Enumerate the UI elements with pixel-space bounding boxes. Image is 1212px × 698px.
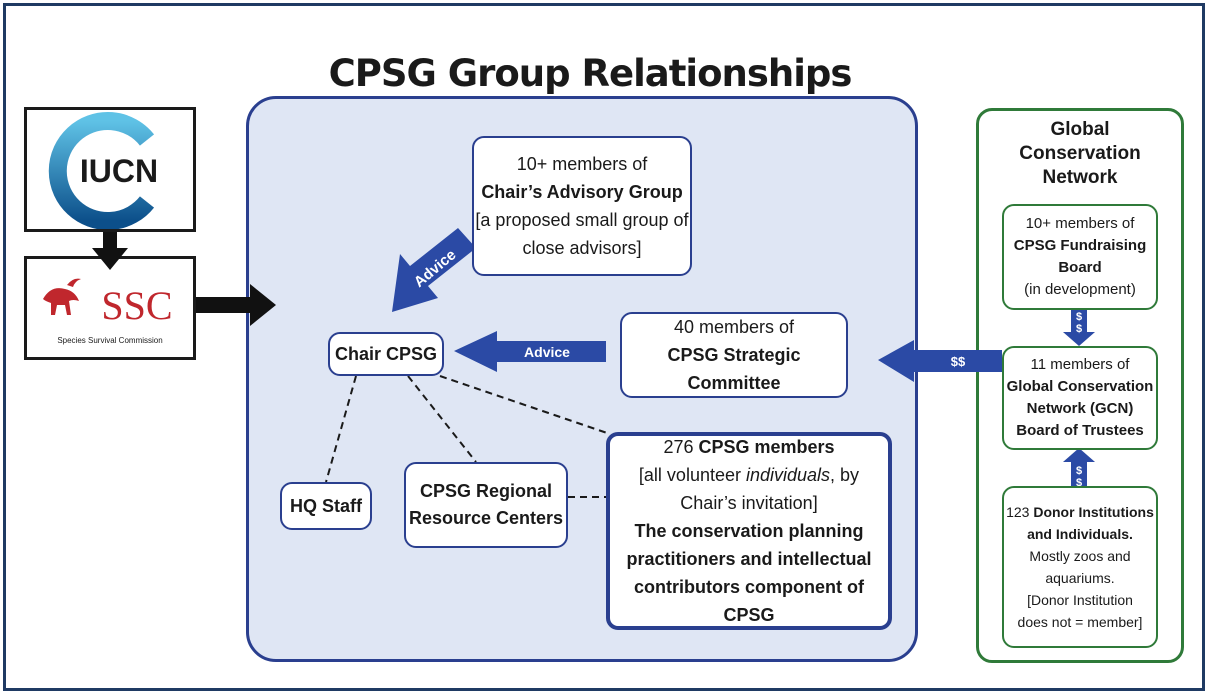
hq-staff-box: HQ Staff [280, 482, 372, 530]
ssc-logo: SSC Species Survival Commission [43, 278, 173, 345]
advisory-group-box: 10+ members of Chair’s Advisory Group [a… [472, 136, 692, 276]
members-line-6: contributors component of CPSG [634, 577, 864, 625]
fundraising-line-2: CPSG Fundraising [1013, 237, 1147, 254]
fundraising-board-box: 10+ members of CPSG Fundraising Board (i… [1002, 204, 1158, 310]
board-line-1: 11 members of [1030, 356, 1130, 373]
fundraising-line-4: (in development) [1024, 281, 1136, 298]
gcn-title: Global Conservation Network [976, 118, 1184, 190]
members-label: CPSG members [698, 437, 835, 457]
cpsg-members-box: 276 CPSG members [all volunteer individu… [606, 432, 892, 630]
dollar-sign-2: $ [1076, 323, 1082, 335]
dollar-sign-3: $ [1076, 465, 1082, 477]
regional-line-2: Resource Centers [408, 508, 564, 528]
regional-centers-box: CPSG Regional Resource Centers [404, 462, 568, 548]
money-arrow-label: $$ [951, 354, 966, 369]
board-line-3: Network (GCN) [1026, 400, 1134, 417]
regional-line-1: CPSG Regional [419, 481, 553, 501]
money-arrow: $$ [878, 340, 1002, 382]
fundraising-line-1: 10+ members of [1025, 215, 1135, 232]
ssc-to-cpsg-arrow [196, 284, 276, 326]
chair-to-regional-connector [407, 375, 477, 463]
chair-to-hq-connector [325, 375, 357, 483]
strategic-line-1: 40 members of [673, 317, 795, 337]
advisory-line-3: [a proposed small group of [475, 210, 689, 230]
gcn-title-line-1: Global [1050, 119, 1110, 140]
ssc-animal-icon [43, 278, 81, 315]
advice-horizontal-arrow: Advice [454, 331, 606, 372]
members-line-4: The conservation planning [634, 521, 864, 541]
hq-staff-label: HQ Staff [290, 495, 362, 516]
advice-horizontal-label: Advice [524, 344, 570, 360]
advice-diagonal-arrow: Advice [392, 228, 476, 312]
iucn-to-ssc-arrow [92, 232, 128, 270]
ssc-caption: Species Survival Commission [57, 336, 162, 345]
iucn-logo-text: IUCN [80, 153, 158, 189]
dollar-sign-4: $ [1076, 477, 1082, 489]
iucn-logo-box: IUCN [24, 107, 196, 232]
fundraising-to-board-arrow: $ $ [1063, 308, 1095, 346]
donors-to-board-arrow: $ $ [1063, 448, 1095, 489]
gcn-board-box: 11 members of Global Conservation Networ… [1002, 346, 1158, 450]
iucn-logo: IUCN [48, 112, 158, 230]
chair-to-members-connector [439, 375, 611, 435]
donors-line-2: and Individuals. [1027, 526, 1133, 542]
chair-box: Chair CPSG [328, 332, 444, 376]
donors-count: 123 [1006, 504, 1034, 520]
members-line-5: practitioners and intellectual [626, 549, 872, 569]
donors-line-5: [Donor Institution [1027, 592, 1133, 608]
members-line-3: Chair’s invitation] [680, 493, 818, 513]
gcn-title-line-2: Conservation [1019, 143, 1141, 164]
outer-frame [3, 3, 1205, 691]
advisory-line-4: close advisors] [522, 238, 642, 258]
diagram-title: CPSG Group Relationships [328, 52, 853, 95]
ssc-logo-text: SSC [101, 283, 172, 328]
members-line-2-end: , by [830, 465, 860, 485]
dollar-sign-1: $ [1076, 311, 1082, 323]
fundraising-line-3: Board [1058, 259, 1102, 276]
members-line-2-emphasis: individuals [745, 465, 831, 485]
advisory-line-2: Chair’s Advisory Group [481, 182, 683, 202]
chair-label: Chair CPSG [334, 343, 438, 364]
strategic-line-2: CPSG Strategic Committee [667, 345, 801, 393]
strategic-committee-box: 40 members of CPSG Strategic Committee [620, 312, 848, 398]
donors-line-6: does not = member] [1017, 614, 1143, 630]
donors-line-4: aquariums. [1045, 570, 1115, 586]
board-line-4: Board of Trustees [1016, 422, 1144, 439]
board-line-2: Global Conservation [1006, 378, 1154, 395]
donors-box: 123 Donor Institutions and Individuals. … [1002, 486, 1158, 648]
ssc-logo-box: SSC Species Survival Commission [24, 256, 196, 360]
donors-line-1: Donor Institutions [1033, 504, 1154, 520]
donors-line-3: Mostly zoos and [1029, 548, 1131, 564]
advisory-line-1: 10+ members of [516, 154, 648, 174]
members-count: 276 [663, 437, 699, 457]
members-line-2: [all volunteer [638, 465, 746, 485]
gcn-title-line-3: Network [1042, 167, 1118, 188]
